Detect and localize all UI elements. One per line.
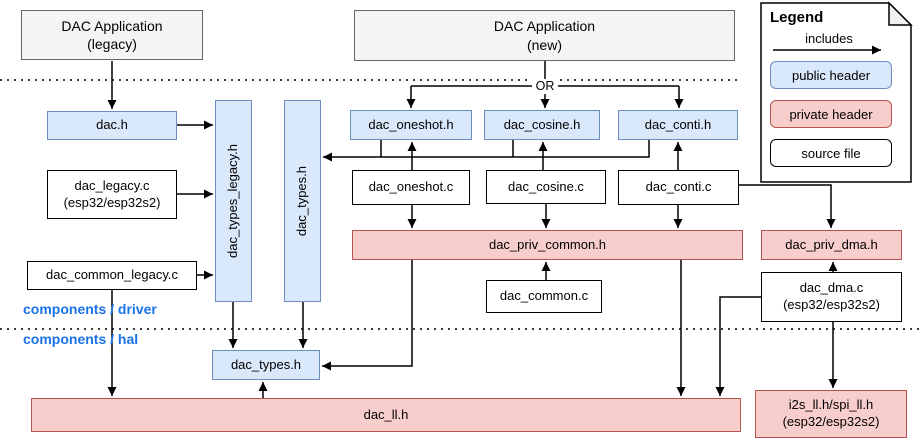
node-dac-cosine-h: dac_cosine.h (484, 110, 600, 140)
legend-public-header-chip: public header (770, 61, 892, 89)
node-label: dac.h (96, 117, 128, 133)
or-label: OR (532, 79, 558, 94)
legend-chip-label: private header (789, 106, 873, 122)
node-label: dac_legacy.c (esp32/esp32s2) (63, 177, 161, 210)
node-label: dac_conti.c (645, 179, 712, 195)
node-label: dac_oneshot.c (368, 179, 454, 195)
node-label: dac_common_legacy.c (46, 267, 178, 283)
node-label: dac_priv_common.h (488, 236, 607, 252)
layer-label-components-hal: components / hal (23, 331, 139, 347)
node-label: dac_oneshot.h (368, 116, 454, 132)
node-i2s-spi-ll-h: i2s_ll.h/spi_ll.h (esp32/esp32s2) (755, 390, 907, 438)
node-dac-conti-h: dac_conti.h (618, 110, 738, 140)
node-label: dac_cosine.c (508, 178, 584, 194)
node-dac-ll-h: dac_ll.h (31, 398, 741, 432)
node-label: dac_types_legacy.h (225, 144, 241, 258)
legend-source-file-chip: source file (770, 139, 892, 167)
node-dac-application-legacy: DAC Application (legacy) (21, 10, 203, 60)
node-label: dac_ll.h (363, 406, 409, 422)
legend-chip-label: public header (791, 67, 871, 83)
node-dac-oneshot-h: dac_oneshot.h (350, 110, 472, 140)
node-dac-common-c: dac_common.c (486, 280, 602, 313)
node-dac-conti-c: dac_conti.c (618, 170, 739, 205)
node-dac-cosine-c: dac_cosine.c (486, 170, 606, 204)
node-dac-priv-dma-h: dac_priv_dma.h (761, 230, 902, 260)
legend-includes-label: includes (805, 31, 853, 46)
node-label: DAC Application (new) (493, 18, 596, 53)
layer-label-components-driver: components / driver (23, 301, 157, 317)
node-label: dac_cosine.h (503, 116, 581, 132)
node-dac-priv-common-h: dac_priv_common.h (352, 230, 743, 260)
node-dac-oneshot-c: dac_oneshot.c (352, 170, 470, 205)
node-label: i2s_ll.h/spi_ll.h (esp32/esp32s2) (782, 397, 880, 429)
node-label: dac_conti.h (644, 116, 712, 132)
node-dac-types-h-driver: dac_types.h (284, 100, 321, 302)
node-label: dac_dma.c (esp32/esp32s2) (783, 280, 880, 312)
node-label: dac_types.h (230, 356, 302, 372)
node-dac-types-h-hal: dac_types.h (212, 350, 320, 380)
node-dac-h: dac.h (47, 111, 177, 140)
node-label: dac_priv_dma.h (785, 236, 878, 252)
node-dac-common-legacy-c: dac_common_legacy.c (27, 261, 197, 290)
node-dac-application-new: DAC Application (new) (354, 10, 735, 61)
node-label: DAC Application (legacy) (61, 17, 163, 52)
node-label: dac_common.c (499, 288, 589, 304)
node-label: dac_types.h (294, 165, 310, 237)
legend-title: Legend (770, 9, 824, 26)
node-dac-legacy-c: dac_legacy.c (esp32/esp32s2) (47, 170, 177, 219)
node-dac-dma-c: dac_dma.c (esp32/esp32s2) (761, 272, 902, 322)
legend-chip-label: source file (801, 145, 861, 161)
legend-private-header-chip: private header (770, 100, 892, 128)
node-dac-types-legacy-h: dac_types_legacy.h (215, 100, 252, 302)
